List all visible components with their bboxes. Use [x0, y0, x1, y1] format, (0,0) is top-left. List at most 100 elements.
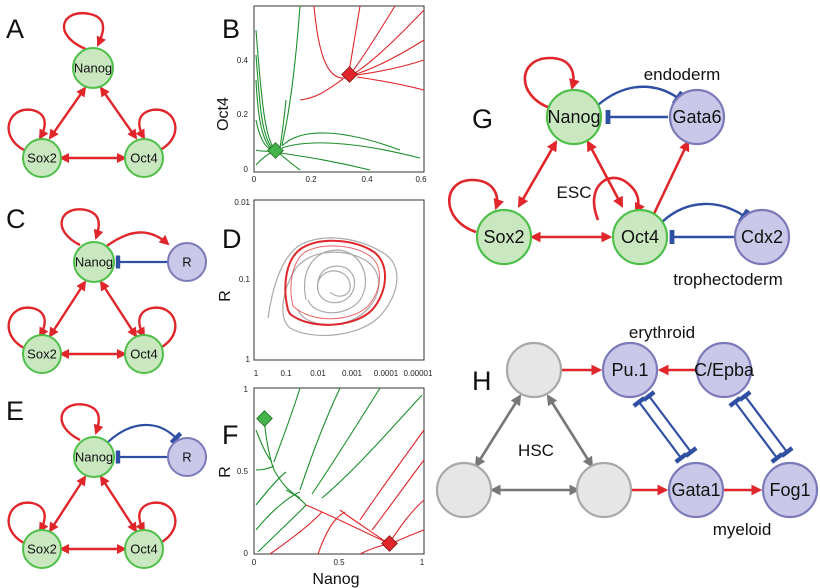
node-nanog-e	[73, 436, 115, 478]
ftraj-g9	[311, 387, 381, 495]
traj-g11	[279, 152, 371, 171]
traj-r5	[355, 39, 425, 75]
limit-cycle-inner	[290, 245, 380, 320]
edge-nanog-sox2-e	[48, 475, 87, 533]
node-oct4	[124, 138, 164, 178]
node-gata6	[668, 88, 726, 146]
plot-b-ylabel: Oct4	[215, 97, 232, 131]
node-nanog-c-label: Nanog	[75, 255, 113, 270]
plot-d-xtick-2: 0.01	[310, 369, 326, 378]
edge-nanog-oct4-c	[99, 280, 138, 338]
edge-cebpa-fog1-repression-b	[738, 390, 794, 458]
plot-b-xtick-2: 0.4	[361, 175, 373, 184]
node-oct4-label: Oct4	[130, 151, 157, 166]
plot-f-ytick-0: 0	[244, 549, 249, 558]
traj-r7	[356, 76, 425, 91]
plot-b-ytick-1: 0.2	[237, 110, 249, 119]
node-cdx2-label: Cdx2	[741, 227, 783, 247]
traj-r1	[313, 5, 346, 79]
gray-spiral-inner	[316, 265, 356, 304]
plot-b-xtick-0: 0	[252, 175, 257, 184]
self-loop-sox2-g	[448, 178, 504, 234]
ftraj-g6	[255, 491, 301, 531]
network-a: Nanog Sox2 Oct4	[7, 11, 177, 178]
node-sox2	[22, 138, 62, 178]
plot-b-xtick-1: 0.2	[305, 175, 317, 184]
edge-oct4-activates-gata6	[650, 140, 690, 219]
plot-d-xtick-3: 0.001	[342, 369, 363, 378]
plot-d-xtick-1: 0.1	[280, 369, 292, 378]
node-pu1	[601, 341, 659, 399]
node-nanog-g	[545, 88, 603, 146]
ftraj-g11	[285, 489, 307, 506]
panel-label-c: C	[6, 204, 26, 234]
edge-nanog-oct4	[99, 86, 138, 140]
traj-g2	[255, 54, 273, 149]
gray-spiral-mid	[304, 249, 367, 314]
panel-label-a: A	[6, 14, 24, 44]
edge-nanog-sox2-g	[517, 140, 558, 208]
gray-spiral-outer	[267, 237, 398, 337]
plot-f-xtick-2: 1	[420, 558, 425, 567]
traj-g8	[279, 99, 287, 149]
node-nanog-g-label: Nanog	[547, 107, 600, 127]
self-loop-oct4-c	[135, 306, 177, 350]
plot-f-xtick-1: 0.5	[333, 558, 345, 567]
node-oct4-e	[124, 529, 164, 569]
label-myeloid: myeloid	[713, 520, 772, 539]
plot-d-xtick-5: 0.00001	[404, 369, 433, 378]
ftraj-g5	[255, 471, 287, 506]
edge-nanog-activates-r	[103, 231, 170, 249]
node-nanog-e-label: Nanog	[75, 450, 113, 465]
ftraj-g2	[273, 387, 301, 463]
plot-f-xlabel: Nanog	[312, 571, 359, 588]
plot-f-ylabel: R	[217, 466, 234, 478]
traj-r4	[354, 9, 425, 74]
self-loop-sox2-e	[7, 501, 49, 545]
plot-f-xtick-0: 0	[252, 558, 257, 567]
ftraj-g8	[299, 387, 341, 491]
stable-state-high	[341, 66, 358, 83]
network-e: Nanog R Sox2 Oct4	[7, 403, 207, 569]
node-fog1-label: Fog1	[769, 480, 810, 500]
plot-d-gray-trajectories	[267, 237, 398, 337]
node-r-c-label: R	[182, 255, 191, 270]
traj-r8	[299, 78, 344, 101]
edge-nanog-oct4-g	[586, 140, 624, 208]
edge-nanog-sox2-c	[48, 280, 87, 338]
node-nanog-label: Nanog	[74, 61, 112, 76]
traj-r6	[356, 59, 425, 76]
plot-d-frame	[253, 199, 425, 361]
ftraj-r9	[339, 509, 387, 543]
node-sox2-c-label: Sox2	[27, 347, 57, 362]
panel-label-h: H	[472, 366, 492, 396]
node-r-e-label: R	[182, 450, 191, 465]
plot-f: 0 0.5 1 0 0.5 1 Nanog R	[217, 385, 425, 588]
node-sox2-g-label: Sox2	[483, 227, 524, 247]
plot-b-ytick-0: 0	[244, 165, 249, 174]
node-cebpa-label: C/Epba	[694, 360, 755, 380]
node-cdx2	[733, 208, 791, 266]
ftraj-r3	[269, 511, 323, 555]
plot-d-ytick-0: 0.01	[234, 198, 250, 207]
self-loop-nanog-c	[60, 208, 104, 247]
node-sox2-label: Sox2	[27, 151, 57, 166]
ftraj-g10	[321, 394, 423, 499]
network-c: Nanog R Sox2 Oct4	[7, 208, 207, 374]
edge-nanog-oct4-e	[99, 475, 138, 533]
network-h: Pu.1 C/Epba Gata1 Fog1 erythroid HSC mye…	[435, 323, 819, 539]
node-gata1-label: Gata1	[671, 480, 720, 500]
ftraj-r1	[305, 504, 389, 544]
stable-state-f-high-nanog	[381, 535, 398, 552]
traj-g10	[281, 142, 421, 159]
plot-b-ytick-2: 0.4	[237, 56, 249, 65]
ftraj-g1	[263, 417, 301, 499]
edge-oct4-represses-cdx2	[661, 202, 750, 224]
plot-f-frame	[253, 387, 425, 555]
self-loop-sox2-c	[7, 306, 49, 350]
node-hsc-right	[575, 461, 633, 519]
plot-f-red-trajectories	[269, 429, 425, 555]
stable-state-f-high-r	[256, 410, 273, 427]
plot-d-xtick-0: 1	[254, 369, 259, 378]
